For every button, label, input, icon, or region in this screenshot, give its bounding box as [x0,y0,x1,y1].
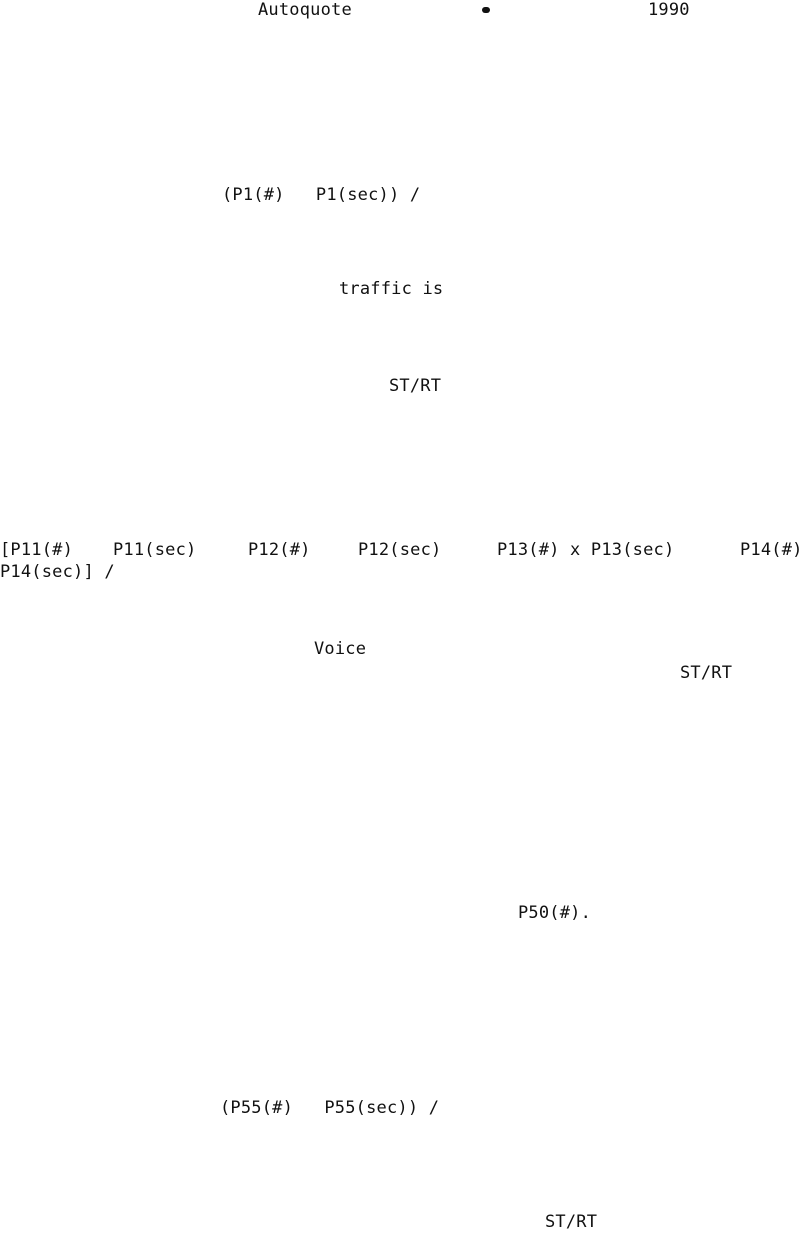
formula-p13: P13(#) x P13(sec) [497,540,675,560]
text-st-rt-2: ST/RT [680,663,733,683]
formula-p11-sec: P11(sec) [113,540,197,560]
header-year: 1990 [648,0,690,20]
text-traffic-is: traffic is [339,279,444,299]
text-voice: Voice [314,639,367,659]
formula-p55: (P55(#) P55(sec)) / [220,1098,440,1118]
header-bullet-icon [482,7,490,13]
formula-p14-count: P14(#) [740,540,803,560]
formula-p1: (P1(#) P1(sec)) / [222,185,421,205]
formula-p11-count: [P11(#) [0,540,74,560]
text-p50: P50(#). [518,903,592,923]
formula-p12-sec: P12(sec) [358,540,442,560]
formula-p14-sec: P14(sec)] / [0,562,115,582]
formula-p12-count: P12(#) [248,540,311,560]
header-title: Autoquote [258,0,352,20]
text-st-rt-1: ST/RT [389,376,442,396]
text-st-rt-3: ST/RT [545,1212,598,1232]
